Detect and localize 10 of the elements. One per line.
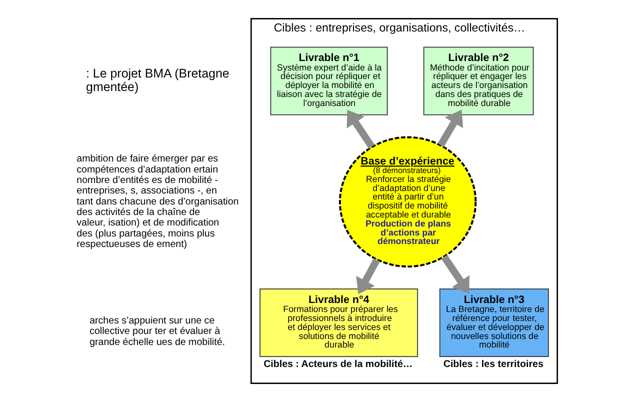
arrow bbox=[356, 258, 380, 294]
arrow bbox=[346, 110, 375, 149]
label: ambition de faire émerger par es compétences d’adaptation ertain nombre d’entités es de mobilité - entreprises, s, associations -, en tant dans chacune des d’organisation des activités de la chaîne de valeur, isation) et de modification des (plus partagées, moins plus respectueuses de ement) bbox=[76, 154, 239, 250]
node-label: Cibles : Acteurs de la mobilité… bbox=[264, 359, 413, 370]
arrow bbox=[441, 254, 470, 294]
node-label: Cibles : les territoires bbox=[443, 359, 544, 370]
arrow bbox=[438, 110, 464, 147]
label: : Le projet BMA (Bretagne gmentée) bbox=[86, 66, 230, 94]
label: arches s’appuient sur une ce collective pour ter et évaluer à grande échelle ues de mobilité. bbox=[90, 316, 225, 348]
node-circle: Base d’expérience (8 démonstrateurs) Renforcer la stratégie d’adaptation d’une entité à partir d’un dispositif de mobilité acceptable et durable Production de plans d’actions par démonstrateur bbox=[338, 136, 477, 268]
